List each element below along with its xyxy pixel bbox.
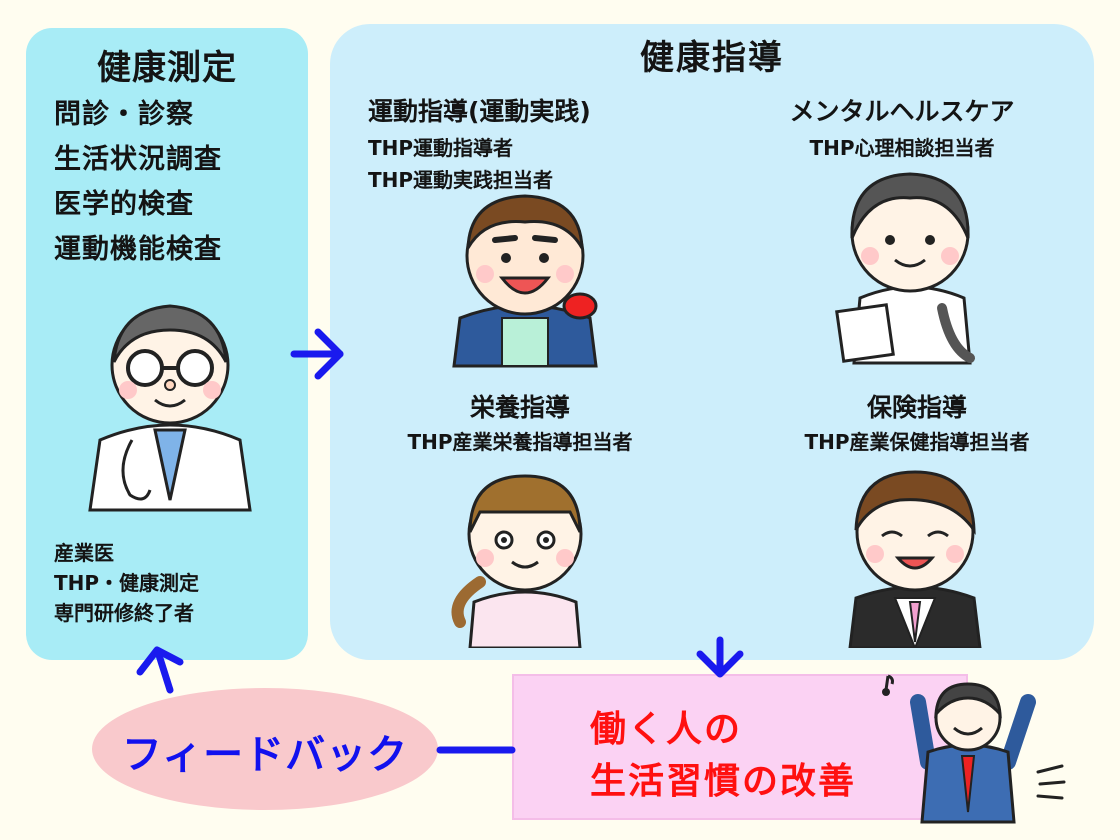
measurement-item: 問診・診察 (54, 99, 194, 130)
result-line-2: 生活習慣の改善 (590, 761, 857, 802)
arrow-right-icon (290, 328, 344, 380)
exercise-guidance-title: 運動指導(運動実践) (368, 97, 591, 126)
result-line-1: 働く人の (590, 709, 743, 750)
health-care-guidance-title: 保険指導 (866, 393, 967, 422)
measurement-staff: THP・健康測定 (54, 571, 200, 595)
nutrition-guidance-title: 栄養指導 (469, 393, 570, 422)
feedback-ellipse (92, 688, 438, 810)
exercise-staff: THP運動指導者 (368, 136, 514, 160)
measurement-item-list: 問診・診察 生活状況調査 医学的検査 運動機能検査 (54, 92, 222, 272)
health-measurement-title: 健康測定 (97, 48, 237, 88)
nutritionist-icon (451, 474, 583, 648)
health-guidance-title: 健康指導 (640, 38, 784, 78)
happy-worker-icon (882, 674, 1066, 824)
measurement-item: 医学的検査 (54, 189, 194, 220)
exercise-staff: THP運動実践担当者 (368, 168, 554, 192)
arrow-down-icon (696, 636, 744, 678)
measurement-staff-list: 産業医 THP・健康測定 専門研修終了者 (54, 538, 199, 628)
measurement-staff: 産業医 (54, 541, 114, 565)
mental-care-title: メンタルヘルスケア (789, 97, 1015, 126)
measurement-item: 生活状況調査 (54, 144, 222, 175)
exercise-instructor-icon (452, 194, 598, 368)
mental-care-staff: THP心理相談担当者 (809, 136, 995, 160)
arrow-up-icon (136, 646, 184, 694)
mental-care-counselor-icon (835, 172, 975, 365)
measurement-staff: 専門研修終了者 (54, 601, 194, 625)
feedback-label: フィードバック (121, 732, 409, 778)
health-care-staff: THP産業保健指導担当者 (804, 430, 1030, 454)
nutrition-staff: THP産業栄養指導担当者 (407, 430, 633, 454)
health-care-guide-icon (848, 470, 982, 648)
doctor-illustration-icon (88, 304, 252, 512)
measurement-item: 運動機能検査 (54, 234, 222, 265)
